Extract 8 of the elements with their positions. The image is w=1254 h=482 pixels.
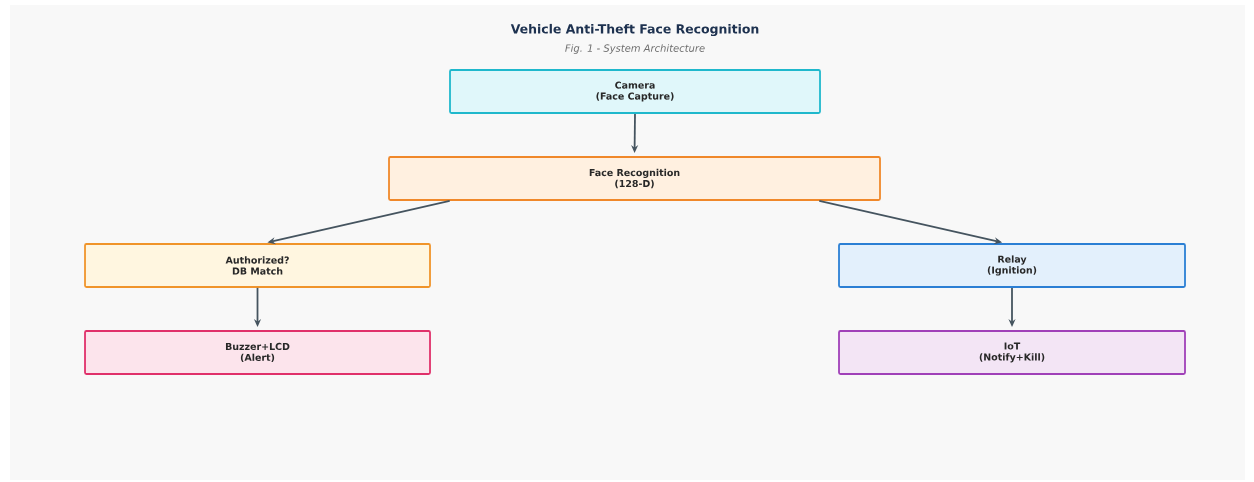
process-box: Camera (Face Capture) xyxy=(449,69,821,114)
process-box: Authorized? DB Match xyxy=(84,243,431,288)
process-box: Relay (Ignition) xyxy=(838,243,1186,288)
process-box: IoT (Notify+Kill) xyxy=(838,330,1186,375)
caption: Fig. 1 - System Architecture xyxy=(565,44,705,54)
process-box: Buzzer+LCD (Alert) xyxy=(84,330,431,375)
title: Vehicle Anti-Theft Face Recognition xyxy=(510,23,759,37)
process-box: Face Recognition (128-D) xyxy=(388,156,881,201)
